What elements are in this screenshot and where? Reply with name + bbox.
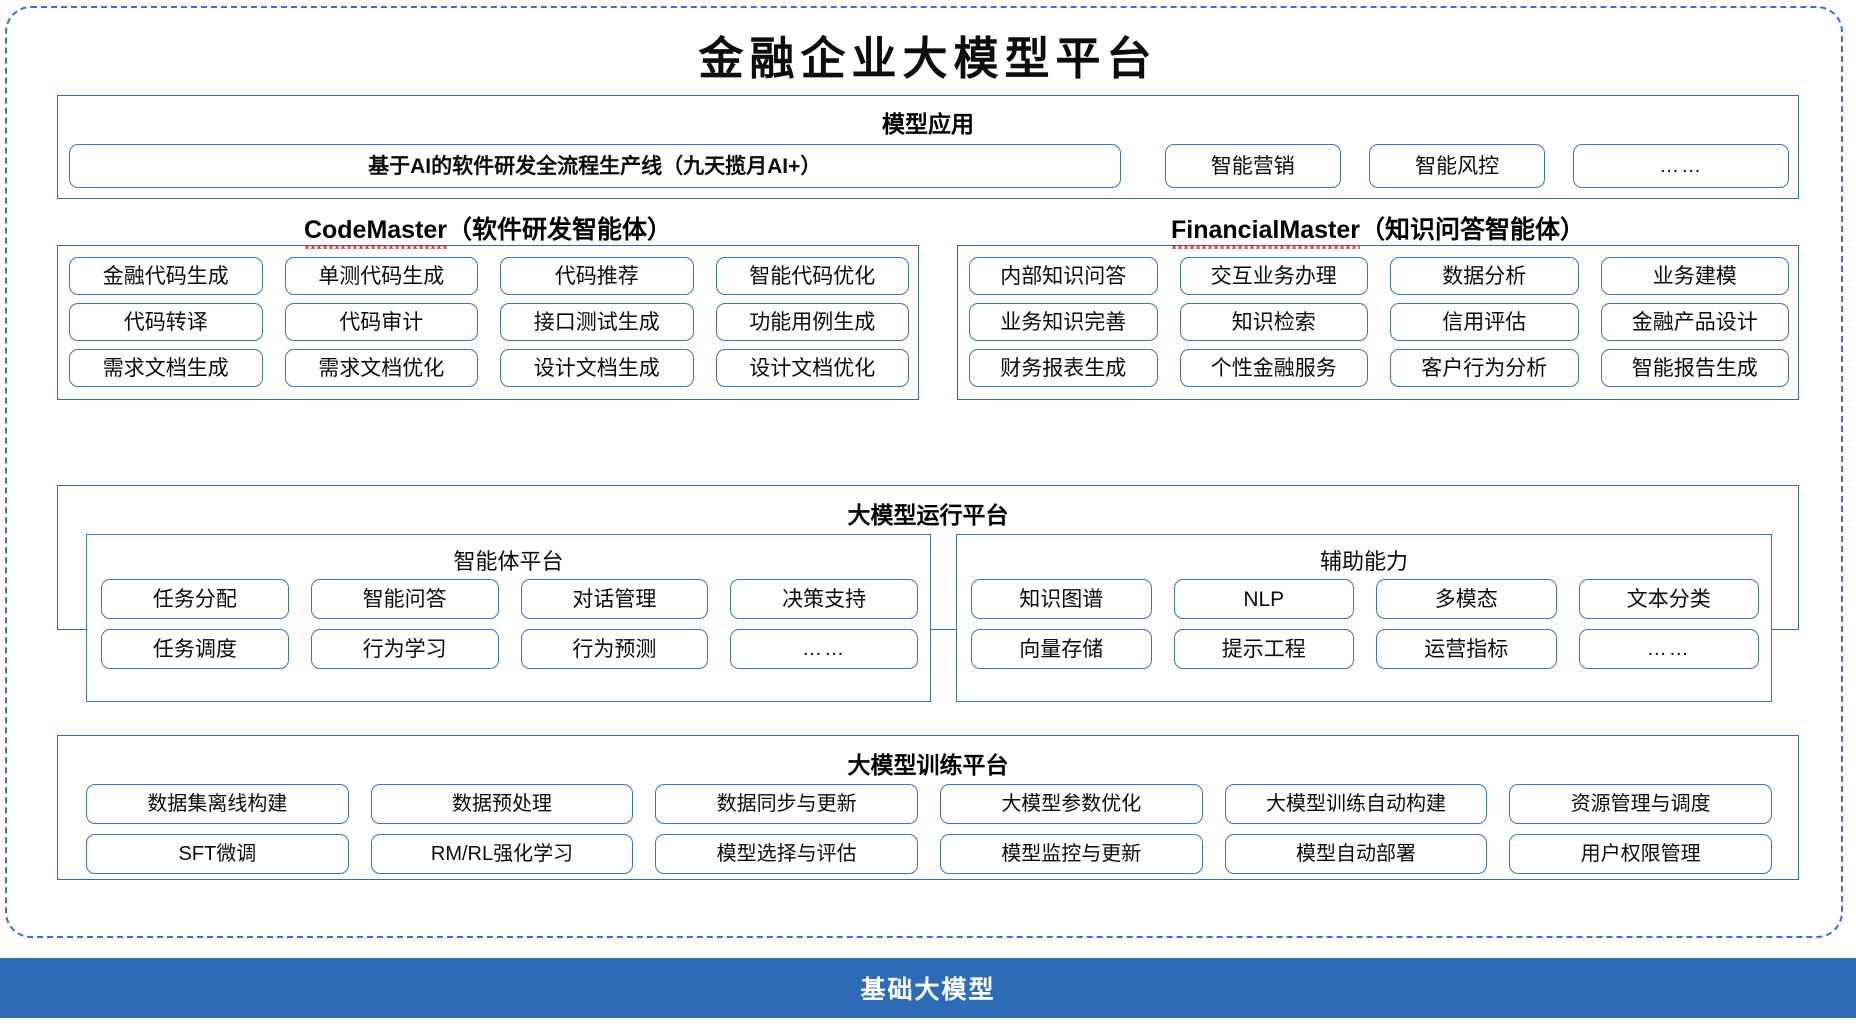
section-run-platform: 大模型运行平台 智能体平台 任务分配 智能问答 对话管理 决策支持 任务调度 行… [57, 485, 1799, 702]
aux-chip[interactable]: 向量存储 [971, 629, 1152, 669]
diagram-outer-frame [5, 6, 1843, 938]
auxiliary-capability-chip-grid: 知识图谱 NLP 多模态 文本分类 向量存储 提示工程 运营指标 …… [971, 579, 1759, 669]
capability-chip[interactable]: 接口测试生成 [500, 303, 694, 341]
capability-chip[interactable]: 金融代码生成 [69, 257, 263, 295]
train-chip[interactable]: 数据预处理 [370, 784, 634, 824]
app-chip-marketing[interactable]: 智能营销 [1164, 144, 1341, 188]
app-chip-more[interactable]: …… [1573, 144, 1789, 188]
capability-chip[interactable]: 业务知识完善 [969, 303, 1158, 341]
codemaster-capability-grid: 金融代码生成 单测代码生成 代码推荐 智能代码优化 代码转译 代码审计 接口测试… [69, 257, 909, 387]
run-chip[interactable]: 智能问答 [310, 579, 499, 619]
subpanel-agent-platform: 智能体平台 任务分配 智能问答 对话管理 决策支持 任务调度 行为学习 行为预测… [86, 534, 931, 702]
capability-chip[interactable]: 个性金融服务 [1179, 349, 1368, 387]
application-chip-row: 基于AI的软件研发全流程生产线（九天揽月AI+） 智能营销 智能风控 …… [69, 144, 1789, 188]
train-chip[interactable]: 模型自动部署 [1224, 834, 1488, 874]
capability-chip[interactable]: 业务建模 [1600, 257, 1789, 295]
run-chip[interactable]: 行为预测 [520, 629, 709, 669]
capability-chip[interactable]: 知识检索 [1179, 303, 1368, 341]
capability-chip[interactable]: 财务报表生成 [969, 349, 1158, 387]
train-chip[interactable]: 数据集离线构建 [86, 784, 349, 824]
section-train-platform: 大模型训练平台 数据集离线构建 数据预处理 数据同步与更新 大模型参数优化 大模… [57, 735, 1799, 880]
base-model-label: 基础大模型 [860, 976, 996, 1004]
train-chip[interactable]: RM/RL强化学习 [370, 834, 634, 874]
section-title-model-application: 模型应用 [882, 111, 974, 137]
capability-chip[interactable]: 代码转译 [69, 303, 263, 341]
run-chip[interactable]: 行为学习 [310, 629, 499, 669]
subpanel-title-auxiliary-capability: 辅助能力 [1319, 549, 1408, 574]
app-chip-risk-control[interactable]: 智能风控 [1368, 144, 1546, 188]
capability-chip[interactable]: 信用评估 [1390, 303, 1579, 341]
run-chip[interactable]: 任务分配 [101, 579, 289, 619]
aux-chip[interactable]: 提示工程 [1173, 629, 1354, 669]
aux-chip[interactable]: NLP [1173, 579, 1354, 619]
agent-name-codemaster: CodeMaster [303, 216, 448, 249]
agent-platform-chip-grid: 任务分配 智能问答 对话管理 决策支持 任务调度 行为学习 行为预测 …… [101, 579, 918, 669]
agent-title-codemaster: CodeMaster（软件研发智能体） [58, 210, 918, 249]
train-chip[interactable]: 模型选择与评估 [655, 834, 918, 874]
train-chip[interactable]: 大模型参数优化 [939, 784, 1203, 824]
capability-chip[interactable]: 设计文档优化 [715, 349, 909, 387]
capability-chip[interactable]: 智能报告生成 [1600, 349, 1789, 387]
section-agent-financialmaster: FinancialMaster（知识问答智能体） 内部知识问答 交互业务办理 数… [957, 216, 1799, 400]
agent-suffix-financialmaster: （知识问答智能体） [1359, 216, 1585, 244]
section-model-application: 模型应用 基于AI的软件研发全流程生产线（九天揽月AI+） 智能营销 智能风控 … [57, 95, 1799, 199]
capability-chip[interactable]: 客户行为分析 [1390, 349, 1579, 387]
train-chip[interactable]: 资源管理与调度 [1509, 784, 1772, 824]
section-title-train-platform: 大模型训练平台 [847, 752, 1009, 778]
capability-chip[interactable]: 金融产品设计 [1600, 303, 1789, 341]
train-chip[interactable]: 模型监控与更新 [939, 834, 1203, 874]
capability-chip[interactable]: 智能代码优化 [715, 257, 909, 295]
train-chip[interactable]: 大模型训练自动构建 [1224, 784, 1488, 824]
capability-chip[interactable]: 功能用例生成 [715, 303, 909, 341]
capability-chip[interactable]: 需求文档优化 [284, 349, 478, 387]
run-chip[interactable]: 任务调度 [101, 629, 289, 669]
aux-chip[interactable]: 运营指标 [1376, 629, 1557, 669]
capability-chip[interactable]: 需求文档生成 [69, 349, 263, 387]
capability-chip[interactable]: 数据分析 [1390, 257, 1579, 295]
section-agent-codemaster: CodeMaster（软件研发智能体） 金融代码生成 单测代码生成 代码推荐 智… [57, 216, 919, 400]
aux-chip-more[interactable]: …… [1578, 629, 1759, 669]
train-chip[interactable]: 用户权限管理 [1509, 834, 1772, 874]
capability-chip[interactable]: 交互业务办理 [1179, 257, 1368, 295]
capability-chip[interactable]: 代码推荐 [500, 257, 694, 295]
run-chip-more[interactable]: …… [730, 629, 918, 669]
capability-chip[interactable]: 代码审计 [284, 303, 478, 341]
train-platform-chip-grid: 数据集离线构建 数据预处理 数据同步与更新 大模型参数优化 大模型训练自动构建 … [86, 784, 1772, 874]
agent-title-financialmaster: FinancialMaster（知识问答智能体） [958, 210, 1798, 249]
section-title-run-platform: 大模型运行平台 [847, 502, 1009, 528]
train-chip[interactable]: SFT微调 [86, 834, 349, 874]
subpanel-title-agent-platform: 智能体平台 [453, 549, 564, 574]
subpanel-auxiliary-capability: 辅助能力 知识图谱 NLP 多模态 文本分类 向量存储 提示工程 运营指标 …… [956, 534, 1772, 702]
agent-name-financialmaster: FinancialMaster [1171, 216, 1360, 249]
run-chip[interactable]: 对话管理 [520, 579, 709, 619]
app-chip-pipeline[interactable]: 基于AI的软件研发全流程生产线（九天揽月AI+） [69, 144, 1121, 188]
capability-chip[interactable]: 内部知识问答 [969, 257, 1158, 295]
train-chip[interactable]: 数据同步与更新 [655, 784, 918, 824]
aux-chip[interactable]: 文本分类 [1578, 579, 1759, 619]
run-chip[interactable]: 决策支持 [730, 579, 918, 619]
financialmaster-capability-grid: 内部知识问答 交互业务办理 数据分析 业务建模 业务知识完善 知识检索 信用评估… [969, 257, 1789, 387]
page-title: 金融企业大模型平台 [698, 32, 1158, 85]
agent-suffix-codemaster: （软件研发智能体） [447, 216, 673, 244]
aux-chip[interactable]: 多模态 [1376, 579, 1557, 619]
aux-chip[interactable]: 知识图谱 [971, 579, 1152, 619]
capability-chip[interactable]: 单测代码生成 [284, 257, 478, 295]
capability-chip[interactable]: 设计文档生成 [500, 349, 694, 387]
base-model-bar: 基础大模型 [0, 958, 1856, 1018]
